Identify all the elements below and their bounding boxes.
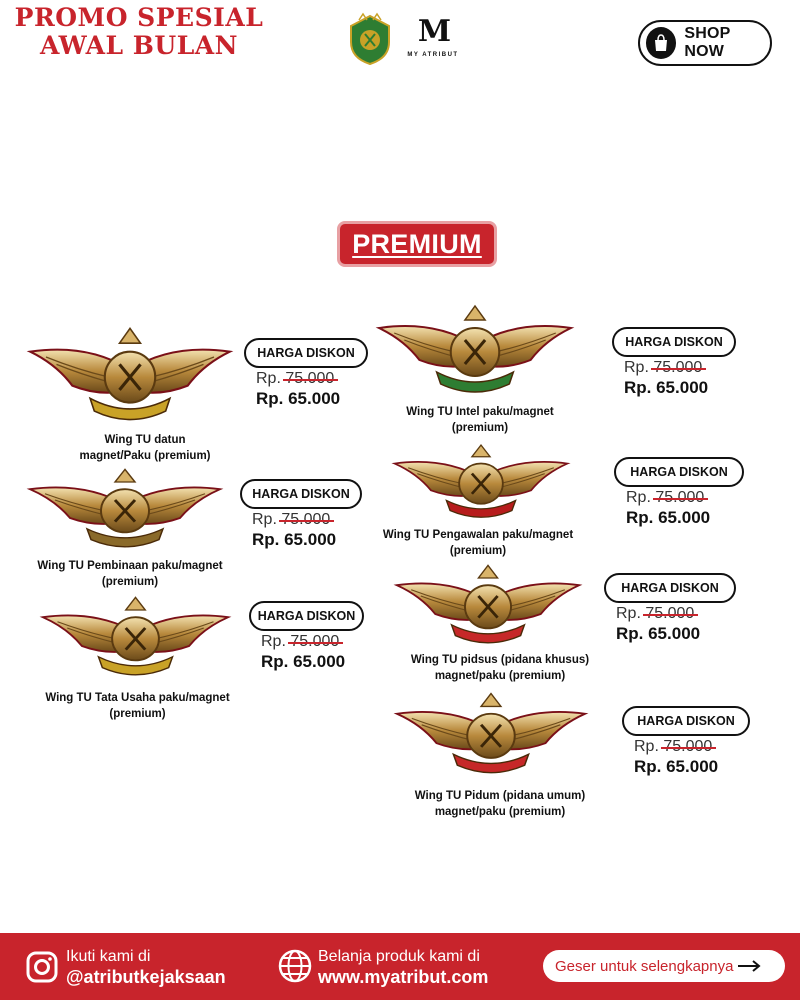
myatribut-logo: M MY ATRIBUT bbox=[404, 16, 462, 68]
product-name-line1: Wing TU datun bbox=[104, 434, 186, 446]
product-name-line1: Wing TU Pembinaan paku/magnet bbox=[37, 560, 223, 572]
product-name-line2: (premium) bbox=[449, 545, 507, 557]
price-block: HARGA DISKON Rp. 75.000 Rp. 65.000 bbox=[244, 338, 388, 418]
promo-title-line2: AWAL BULAN bbox=[39, 31, 239, 60]
product-name: Wing TU Tata Usaha paku/magnet (premium) bbox=[30, 690, 245, 722]
swipe-more-button[interactable]: Geser untuk selengkapnya bbox=[543, 950, 785, 982]
product-name: Wing TU Pembinaan paku/magnet (premium) bbox=[30, 558, 230, 590]
original-price-prefix: Rp. bbox=[261, 633, 286, 650]
product-name-line1: Wing TU Intel paku/magnet bbox=[406, 406, 554, 418]
product-name-line2: (premium) bbox=[101, 576, 159, 588]
product-name-line2: magnet/paku (premium) bbox=[434, 806, 566, 818]
original-price-value: 75.000 bbox=[653, 489, 709, 506]
original-price-value: 75.000 bbox=[288, 633, 344, 650]
promo-title: PROMO SPESIAL AWAL BULAN bbox=[14, 4, 264, 60]
wing-badge-image[interactable] bbox=[390, 440, 572, 524]
product-name: Wing TU Pidum (pidana umum) magnet/paku (… bbox=[400, 788, 600, 820]
price-block: HARGA DISKON Rp. 75.000 Rp. 65.000 bbox=[614, 457, 764, 537]
original-price-prefix: Rp. bbox=[634, 738, 659, 755]
discount-price: Rp. 65.000 bbox=[626, 508, 711, 527]
instagram-icon[interactable] bbox=[26, 951, 58, 983]
product-name-line1: Wing TU Pengawalan paku/magnet bbox=[382, 529, 574, 541]
original-price-prefix: Rp. bbox=[624, 359, 649, 376]
product-name-line1: Wing TU pidsus (pidana khusus) bbox=[410, 654, 590, 666]
shop-now-label: SHOP NOW bbox=[684, 25, 731, 60]
original-price: Rp. 75.000 bbox=[616, 605, 699, 623]
product-name-line2: magnet/paku (premium) bbox=[434, 670, 566, 682]
discount-price: Rp. 65.000 bbox=[252, 530, 337, 549]
original-price: Rp. 75.000 bbox=[626, 489, 709, 507]
discount-pill: HARGA DISKON bbox=[614, 457, 744, 487]
original-price-value: 75.000 bbox=[279, 511, 335, 528]
wing-badge-image[interactable] bbox=[374, 300, 576, 400]
original-price-value: 75.000 bbox=[283, 370, 339, 387]
shopping-bag-icon bbox=[646, 27, 677, 59]
discount-price: Rp. 65.000 bbox=[261, 652, 346, 671]
original-price-value: 75.000 bbox=[661, 738, 717, 755]
discount-price: Rp. 65.000 bbox=[256, 389, 341, 408]
website-link[interactable]: www.myatribut.com bbox=[318, 967, 489, 987]
discount-pill: HARGA DISKON bbox=[604, 573, 736, 603]
product-name: Wing TU Pengawalan paku/magnet (premium) bbox=[378, 527, 578, 559]
price-block: HARGA DISKON Rp. 75.000 Rp. 65.000 bbox=[240, 479, 382, 559]
original-price-prefix: Rp. bbox=[626, 489, 651, 506]
discount-pill: HARGA DISKON bbox=[612, 327, 736, 357]
discount-price: Rp. 65.000 bbox=[624, 378, 709, 397]
swipe-more-label: Geser untuk selengkapnya bbox=[555, 957, 734, 975]
product-name-line1: Wing TU Pidum (pidana umum) bbox=[414, 790, 586, 802]
instagram-info: Ikuti kami di @atributkejaksaan bbox=[66, 947, 226, 987]
discount-pill: HARGA DISKON bbox=[244, 338, 368, 368]
original-price-prefix: Rp. bbox=[252, 511, 277, 528]
price-block: HARGA DISKON Rp. 75.000 Rp. 65.000 bbox=[622, 706, 770, 786]
original-price: Rp. 75.000 bbox=[634, 738, 717, 756]
wing-badge-image[interactable] bbox=[38, 592, 233, 682]
original-price: Rp. 75.000 bbox=[261, 633, 344, 651]
original-price-prefix: Rp. bbox=[616, 605, 641, 622]
kejaksaan-seal-logo bbox=[350, 12, 390, 66]
product-name-line2: (premium) bbox=[451, 422, 509, 434]
original-price: Rp. 75.000 bbox=[256, 370, 339, 388]
section-title-badge: PREMIUM bbox=[337, 221, 497, 267]
wing-badge-image[interactable] bbox=[392, 560, 584, 650]
product-name: Wing TU datun magnet/Paku (premium) bbox=[40, 432, 250, 464]
price-block: HARGA DISKON Rp. 75.000 Rp. 65.000 bbox=[249, 601, 384, 681]
original-price-value: 75.000 bbox=[651, 359, 707, 376]
product-name-line1: Wing TU Tata Usaha paku/magnet bbox=[45, 692, 230, 704]
original-price: Rp. 75.000 bbox=[252, 511, 335, 529]
brand-name: MY ATRIBUT bbox=[407, 52, 459, 58]
discount-pill: HARGA DISKON bbox=[249, 601, 364, 631]
wing-badge-image[interactable] bbox=[392, 688, 590, 780]
footer-bar: Ikuti kami di @atributkejaksaan Belanja … bbox=[0, 933, 800, 1000]
product-name: Wing TU pidsus (pidana khusus) magnet/pak… bbox=[400, 652, 600, 684]
instagram-caption: Ikuti kami di bbox=[66, 948, 151, 965]
discount-pill: HARGA DISKON bbox=[240, 479, 362, 509]
original-price-prefix: Rp. bbox=[256, 370, 281, 387]
shop-now-button[interactable]: SHOP NOW bbox=[638, 20, 772, 66]
price-block: HARGA DISKON Rp. 75.000 Rp. 65.000 bbox=[604, 573, 756, 653]
website-info: Belanja produk kami di www.myatribut.com bbox=[318, 947, 488, 987]
discount-pill: HARGA DISKON bbox=[622, 706, 750, 736]
wing-badge-image[interactable] bbox=[25, 464, 225, 554]
original-price-value: 75.000 bbox=[643, 605, 699, 622]
instagram-handle[interactable]: @atributkejaksaan bbox=[66, 967, 226, 987]
wing-badge-image[interactable] bbox=[25, 322, 235, 428]
product-name: Wing TU Intel paku/magnet (premium) bbox=[380, 404, 580, 436]
globe-icon bbox=[278, 949, 312, 983]
product-name-line2: (premium) bbox=[109, 708, 166, 720]
discount-price: Rp. 65.000 bbox=[616, 624, 701, 643]
section-title: PREMIUM bbox=[352, 228, 482, 259]
promo-title-line1: PROMO SPESIAL bbox=[14, 3, 264, 32]
price-block: HARGA DISKON Rp. 75.000 Rp. 65.000 bbox=[612, 327, 756, 407]
discount-price: Rp. 65.000 bbox=[634, 757, 719, 776]
arrow-right-icon bbox=[738, 960, 762, 972]
website-caption: Belanja produk kami di bbox=[318, 948, 480, 965]
original-price: Rp. 75.000 bbox=[624, 359, 707, 377]
brand-monogram: M bbox=[417, 14, 451, 49]
product-name-line2: magnet/Paku (premium) bbox=[79, 450, 211, 462]
